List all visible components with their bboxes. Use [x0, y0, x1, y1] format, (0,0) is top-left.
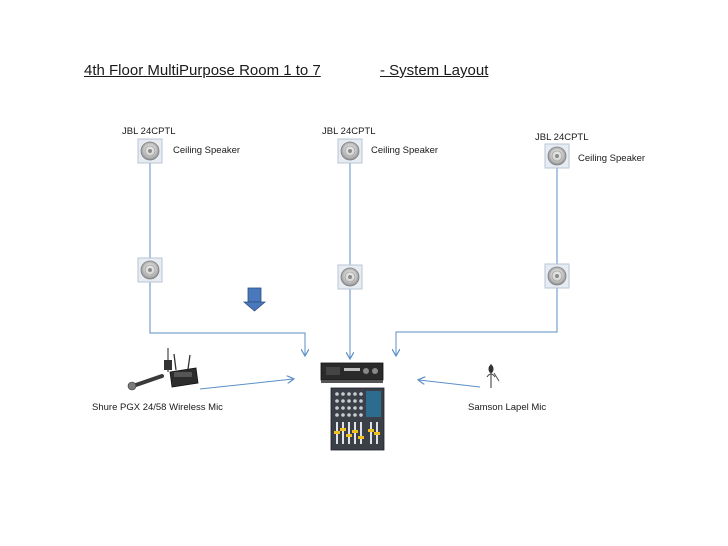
- page-subtitle: - System Layout: [380, 62, 489, 79]
- ceiling-speaker-icon: [544, 263, 570, 289]
- ceiling-speaker-icon: [544, 143, 570, 169]
- wireless-mic-icon: [127, 348, 199, 391]
- page-title: 4th Floor MultiPurpose Room 1 to 7: [84, 62, 321, 79]
- ceiling-speaker-icon: [337, 264, 363, 290]
- speaker-1-model-label: JBL 24CPTL: [122, 126, 176, 137]
- ceiling-speaker-icon: [137, 138, 163, 164]
- speaker-2-type-label: Ceiling Speaker: [371, 145, 439, 156]
- lapel-mic-label: Samson Lapel Mic: [468, 402, 547, 413]
- speaker-3-model-label: JBL 24CPTL: [535, 132, 589, 143]
- ceiling-speaker-icon: [137, 257, 163, 283]
- ceiling-speaker-icon: [337, 138, 363, 164]
- speaker-3-type-label: Ceiling Speaker: [578, 153, 646, 164]
- lapel-mic-icon: [486, 364, 500, 388]
- speaker-1-type-label: Ceiling Speaker: [173, 145, 241, 156]
- wireless-mic-label: Shure PGX 24/58 Wireless Mic: [92, 402, 223, 413]
- mixer-icon: [330, 387, 385, 451]
- speaker-2-model-label: JBL 24CPTL: [322, 126, 376, 137]
- down-arrow-icon: [242, 287, 267, 312]
- amplifier-icon: [320, 362, 384, 383]
- speaker-wires: [149, 163, 558, 390]
